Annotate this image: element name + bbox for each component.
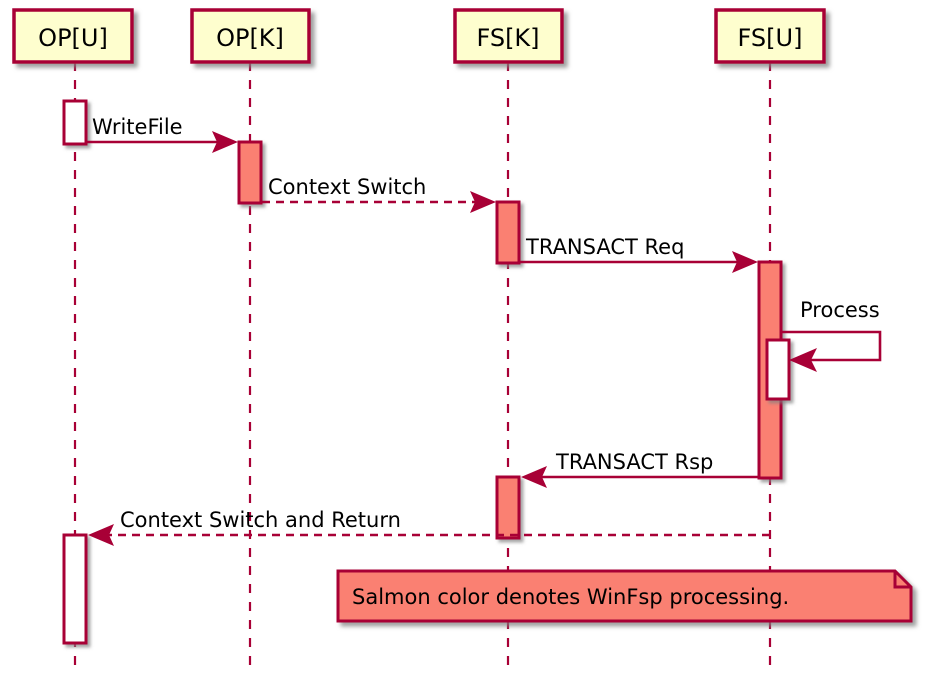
- activation-opu-top: [62, 99, 88, 146]
- participant-opu-label: OP[U]: [38, 24, 108, 52]
- participant-fsu[interactable]: FS[U]: [714, 8, 826, 64]
- participant-opk[interactable]: OP[K]: [190, 8, 311, 64]
- message-transact-req[interactable]: TRANSACT Req: [520, 235, 758, 273]
- message-process-self[interactable]: Process: [782, 298, 882, 372]
- message-writefile-arrowhead: [212, 131, 238, 153]
- participant-opk-box[interactable]: [190, 8, 311, 64]
- participant-fsu-label: FS[U]: [738, 24, 803, 52]
- activation-opu-bottom: [62, 533, 88, 645]
- activation-opk: [237, 140, 263, 205]
- message-transact-rsp-label: TRANSACT Rsp: [555, 450, 713, 474]
- message-context-switch-and-return-label: Context Switch and Return: [120, 508, 401, 532]
- participant-opu[interactable]: OP[U]: [12, 8, 134, 64]
- participant-fsu-box[interactable]: [714, 8, 826, 64]
- activation-bars-group: [62, 99, 791, 645]
- message-process-self-arrowhead: [789, 348, 817, 372]
- participant-opu-box[interactable]: [12, 8, 134, 64]
- activation-fsu-nested-process: [765, 338, 791, 401]
- activation-fsk-request: [495, 200, 521, 265]
- participant-fsk-label: FS[K]: [476, 24, 539, 52]
- message-transact-req-arrowhead: [732, 251, 758, 273]
- message-context-switch-label: Context Switch: [268, 175, 426, 199]
- message-process-self-label: Process: [800, 298, 880, 322]
- note-salmon-text: Salmon color denotes WinFsp processing.: [352, 585, 789, 609]
- note-salmon-fold-icon: [893, 571, 911, 589]
- message-context-switch[interactable]: Context Switch: [262, 175, 496, 213]
- note-salmon[interactable]: Salmon color denotes WinFsp processing.: [336, 569, 913, 623]
- participant-opk-label: OP[K]: [216, 24, 284, 52]
- message-context-switch-arrowhead: [470, 191, 496, 213]
- participant-fsk[interactable]: FS[K]: [453, 8, 564, 64]
- participant-fsk-box[interactable]: [453, 8, 564, 64]
- message-writefile[interactable]: WriteFile: [86, 115, 238, 153]
- activation-fsk-response: [495, 475, 521, 540]
- message-transact-rsp[interactable]: TRANSACT Rsp: [521, 450, 758, 488]
- message-context-switch-and-return[interactable]: Context Switch and Return: [88, 508, 770, 546]
- message-context-switch-and-return-arrowhead: [88, 524, 114, 546]
- message-process-self-line: [782, 330, 882, 362]
- note-salmon-body[interactable]: [336, 569, 913, 623]
- message-transact-req-label: TRANSACT Req: [525, 235, 684, 259]
- message-transact-rsp-arrowhead: [521, 466, 547, 488]
- message-writefile-label: WriteFile: [92, 115, 183, 139]
